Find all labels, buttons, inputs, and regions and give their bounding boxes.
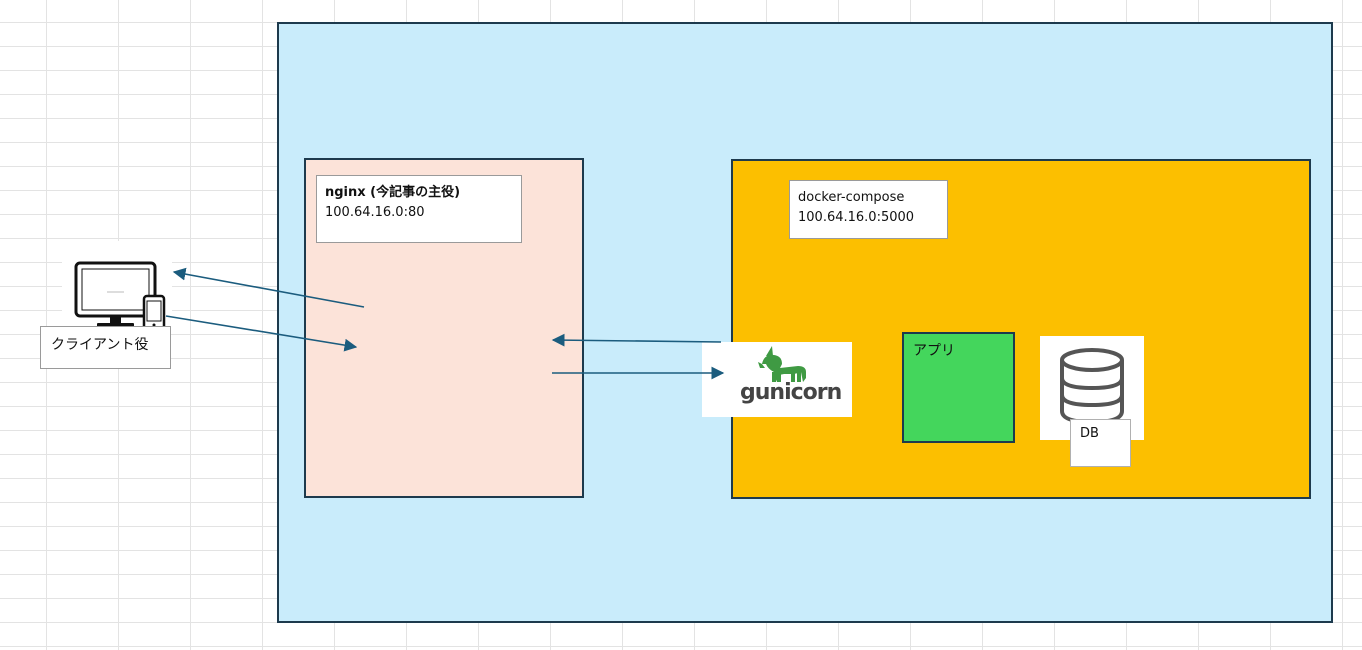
client-device xyxy=(62,241,172,333)
nginx-address: 100.64.16.0:80 xyxy=(325,205,425,220)
arrow-nginx-to-client xyxy=(172,267,365,308)
arrow-client-to-nginx xyxy=(165,315,358,352)
docker-compose-address: 100.64.16.0:5000 xyxy=(798,210,915,225)
arrow-gunicorn-to-nginx xyxy=(551,333,722,347)
docker-compose-label: docker-compose 100.64.16.0:5000 xyxy=(789,180,948,239)
unicorn-icon xyxy=(758,346,806,382)
app-box: アプリ xyxy=(902,332,1015,443)
gunicorn-logo: gunicorn xyxy=(702,342,852,417)
nginx-title: nginx (今記事の主役) xyxy=(325,185,461,200)
nginx-label: nginx (今記事の主役) 100.64.16.0:80 xyxy=(316,175,522,243)
db-label: DB xyxy=(1070,419,1131,467)
app-label: アプリ xyxy=(913,343,955,359)
client-label: クライアント役 xyxy=(40,326,171,369)
docker-compose-title: docker-compose xyxy=(798,190,905,205)
desktop-and-phone-icon xyxy=(74,261,166,331)
